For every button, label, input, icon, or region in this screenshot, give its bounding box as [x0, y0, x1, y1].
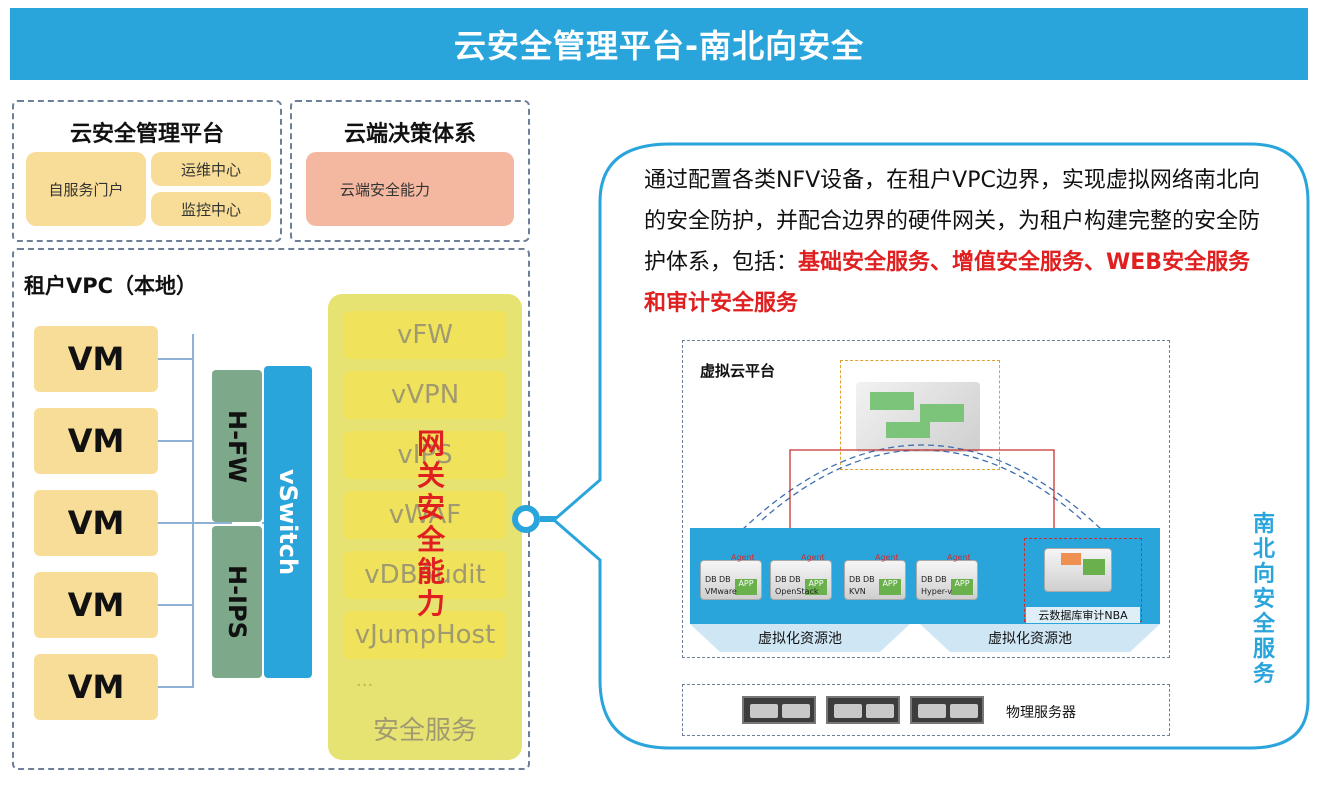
vm-box: VM: [34, 408, 158, 474]
pool-label-right: 虚拟化资源池: [988, 631, 1072, 647]
platform-node: Agent DB DB APP OpenStack: [770, 553, 832, 600]
cloud-security-capability: 云端安全能力: [306, 152, 514, 226]
vm-box: VM: [34, 490, 158, 556]
h-fw-device: H-FW: [212, 370, 262, 522]
mgmt-platform-title: 云安全管理平台: [69, 122, 224, 147]
virtual-platform-panel: [682, 340, 1170, 658]
cloud-decision-title: 云端决策体系: [343, 122, 476, 147]
service-item: vVPN: [344, 371, 506, 419]
virtual-platform-title: 虚拟云平台: [700, 362, 776, 380]
vm-connector: [158, 522, 194, 524]
monitor-center: 监控中心: [151, 192, 271, 226]
platform-node: Agent DB DB APP KVN: [844, 553, 906, 600]
server-unit: [742, 696, 816, 724]
vm-bus-link: [192, 522, 232, 524]
vm-connector: [158, 358, 194, 360]
mgmt-platform-panel: [12, 100, 282, 242]
service-item: vIPS: [344, 431, 506, 479]
cloud-core-box: [840, 360, 1000, 470]
nba-node: [1044, 548, 1112, 592]
pool-label-left: 虚拟化资源池: [758, 631, 842, 647]
callout-knob-stem: [540, 516, 562, 522]
callout-knob: [512, 505, 540, 533]
side-label: 南北向安全服务: [1252, 512, 1275, 687]
services-ellipsis: ...: [356, 670, 374, 691]
physical-server-label: 物理服务器: [1006, 705, 1076, 721]
cloud-core-cube: [856, 382, 980, 452]
server-unit: [910, 696, 984, 724]
nba-label: 云数据库审计NBA: [1026, 607, 1140, 623]
vm-box: VM: [34, 654, 158, 720]
server-unit: [826, 696, 900, 724]
vswitch-device: vSwitch: [264, 366, 312, 678]
physical-server-panel: [682, 684, 1170, 736]
self-service-portal: 自服务门户: [26, 152, 146, 226]
vm-bus-line: [192, 334, 194, 688]
vm-box: VM: [34, 326, 158, 392]
service-item: vFW: [344, 311, 506, 359]
ops-center: 运维中心: [151, 152, 271, 186]
service-item: vWAF: [344, 491, 506, 539]
services-footer: 安全服务: [372, 716, 477, 746]
platform-node: Agent DB DB APP Hyper-v: [916, 553, 978, 600]
vm-connector: [158, 686, 194, 688]
tenant-vpc-title: 租户VPC（本地）: [24, 274, 198, 298]
vm-connector: [158, 440, 194, 442]
cloud-decision-panel: [290, 100, 530, 242]
service-item: vDBAudit: [344, 551, 506, 599]
h-ips-device: H-IPS: [212, 526, 262, 678]
callout-text-red: 基础安全服务、增值安全服务、WEB安全服务和审计安全服务: [644, 250, 1251, 316]
callout-description: 通过配置各类NFV设备，在租户VPC边界，实现虚拟网络南北向的安全防护，并配合边…: [644, 160, 1270, 324]
vm-box: VM: [34, 572, 158, 638]
platform-node: Agent DB DB APP VMware: [700, 553, 762, 600]
callout-text-plain: 通过配置各类NFV设备，在租户VPC边界，实现虚拟网络南北向的安全防护，并配合边…: [644, 168, 1261, 275]
vm-connector: [158, 604, 194, 606]
gateway-security-label: 网关安全能力: [416, 427, 445, 620]
service-item: vJumpHost: [344, 611, 506, 659]
pool-funnels: [690, 624, 1160, 652]
page-title: 云安全管理平台-南北向安全: [10, 8, 1308, 80]
